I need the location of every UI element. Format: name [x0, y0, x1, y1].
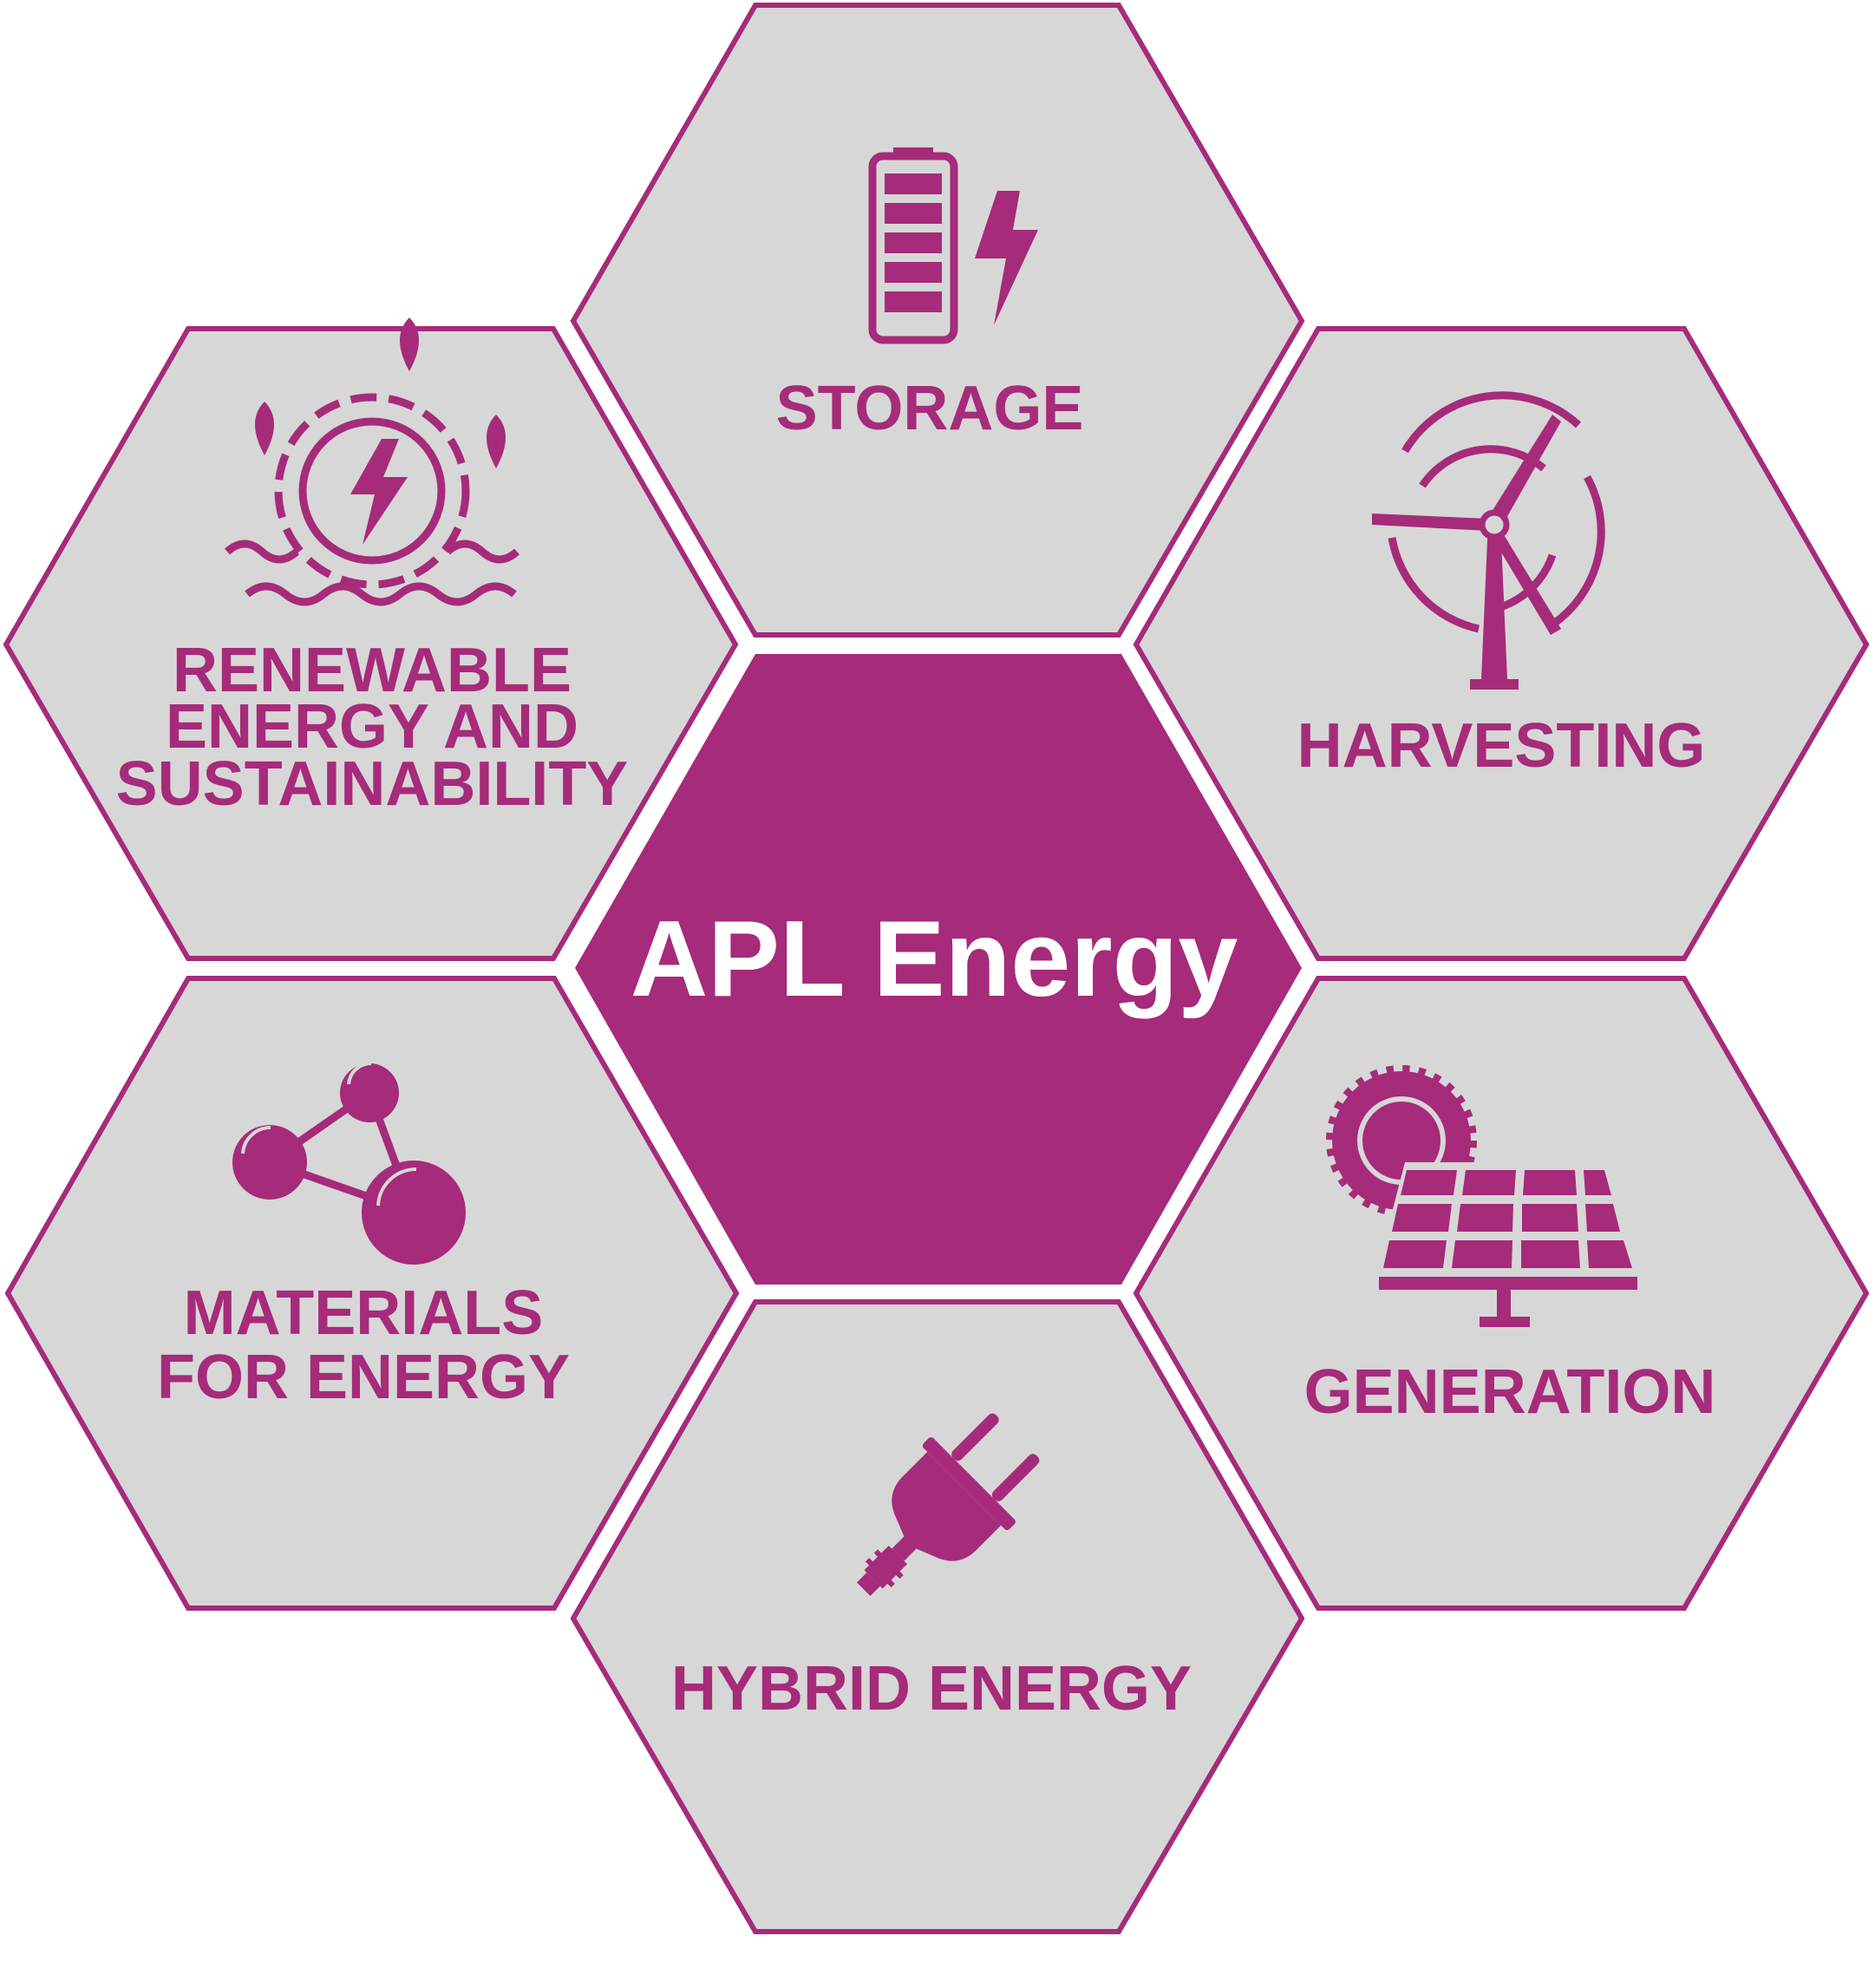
hex-materials: MATERIALS FOR ENERGY — [4, 976, 740, 1611]
materials-label-line1: MATERIALS — [184, 1278, 544, 1348]
molecule-icon — [232, 1061, 466, 1265]
storage-label: STORAGE — [776, 374, 1084, 443]
center-title: APL Energy — [630, 899, 1238, 1019]
renewable-label-line1: RENEWABLE — [173, 636, 572, 705]
hex-hybrid: HYBRID ENERGY — [570, 1299, 1305, 1934]
hex-storage: STORAGE — [570, 2, 1305, 638]
materials-label-line2: FOR ENERGY — [157, 1343, 570, 1412]
hex-generation: GENERATION — [1133, 976, 1870, 1611]
generation-label: GENERATION — [1304, 1357, 1716, 1427]
wind-turbine-icon — [1372, 391, 1605, 690]
hex-renewable: RENEWABLE ENERGY AND SUSTAINABILITY — [3, 317, 739, 961]
renewable-label-line2: ENERGY AND — [166, 692, 578, 762]
solar-panel-icon — [1326, 1065, 1643, 1327]
battery-icon — [868, 147, 1038, 344]
hex-center: APL Energy — [575, 654, 1302, 1285]
harvesting-label: HARVESTING — [1297, 711, 1706, 781]
hybrid-label: HYBRID ENERGY — [671, 1654, 1192, 1723]
renewable-label-line3: SUSTAINABILITY — [116, 749, 629, 819]
water-turbine-icon — [224, 317, 520, 606]
hex-harvesting: HARVESTING — [1133, 326, 1870, 961]
plug-icon — [857, 1413, 1040, 1596]
